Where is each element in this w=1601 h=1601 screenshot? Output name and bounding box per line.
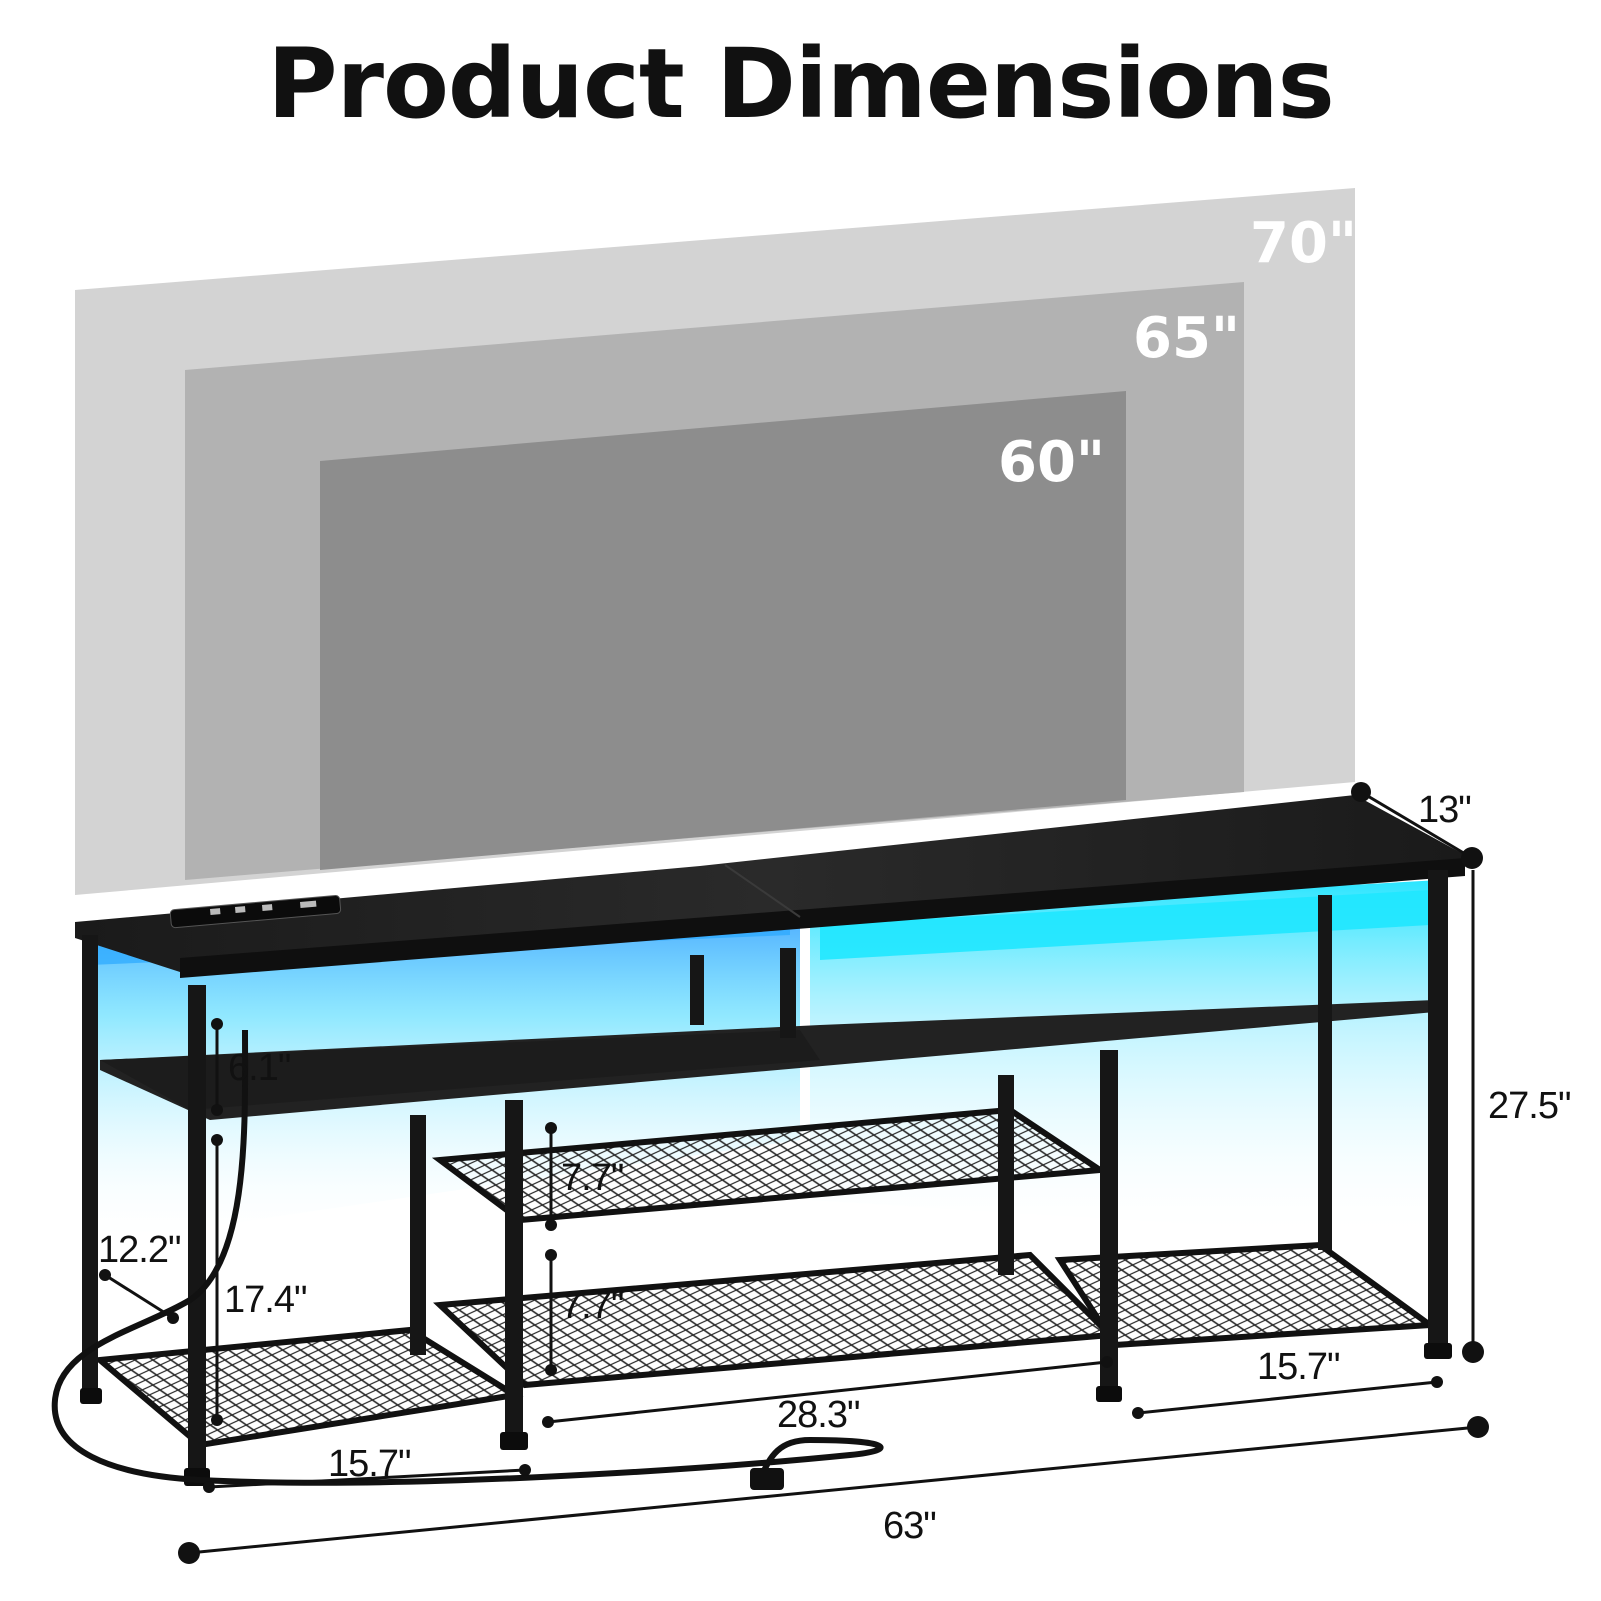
side-depth-dot-b (167, 1312, 179, 1324)
right-width-dot-b (1431, 1376, 1443, 1388)
middle-lower-dot-a (545, 1249, 557, 1261)
middle-lower-label: 7.7" (561, 1285, 623, 1327)
right-width-label: 15.7" (1257, 1346, 1339, 1388)
depth-line (1360, 790, 1473, 860)
left-open-dot-b (211, 1414, 223, 1426)
tv-size-panels: 70" 65" 60" (75, 188, 1357, 895)
top-board-front (180, 858, 1465, 978)
top-board-seam (724, 864, 801, 918)
top-shelf-dot-b (211, 1104, 223, 1116)
middle-upper-label: 7.7" (561, 1157, 623, 1199)
tv-60-label: 60" (998, 430, 1105, 495)
left-open-label: 17.4" (224, 1279, 306, 1321)
depth-dot-start (1351, 782, 1371, 802)
dimension-labels: 13" 27.5" 6.1" 7.7" 7.7" 12.2" 17.4" 15.… (98, 789, 1571, 1547)
height-dot-end (1462, 1341, 1484, 1363)
height-label: 27.5" (1488, 1085, 1570, 1127)
depth-label: 13" (1418, 789, 1471, 831)
plug (750, 1468, 784, 1490)
left-width-dot-a (203, 1481, 215, 1493)
side-depth-label: 12.2" (98, 1229, 180, 1271)
top-shelf-label: 6.1" (228, 1047, 290, 1089)
side-depth-dot-a (99, 1269, 111, 1281)
total-width-dot-b (1467, 1416, 1489, 1438)
right-width-line (1137, 1380, 1438, 1415)
middle-width-label: 28.3" (777, 1394, 859, 1436)
right-width-dot-a (1132, 1407, 1144, 1419)
middle-upper-dot-b (545, 1219, 557, 1231)
power-cord (51, 1029, 884, 1486)
side-depth-line (104, 1273, 174, 1320)
middle-upper-dot-a (545, 1122, 557, 1134)
left-mesh (92, 1326, 524, 1449)
total-width-dot-a (178, 1542, 200, 1564)
left-width-dot-b (519, 1464, 531, 1476)
tv-stand (51, 795, 1465, 1490)
left-open-dot-a (211, 1134, 223, 1146)
total-width-line (188, 1425, 1479, 1555)
top-board (75, 795, 1465, 972)
middle-width-dot-b (1101, 1356, 1113, 1368)
outlet-icons (209, 900, 317, 915)
frame-posts (82, 870, 1448, 1470)
depth-dot-end (1461, 847, 1483, 869)
page-title: Product Dimensions (267, 28, 1335, 140)
top-shelf-dot-a (211, 1018, 223, 1030)
middle-width-dot-a (542, 1416, 554, 1428)
middle-lower-dot-b (545, 1364, 557, 1376)
middle-width-line (547, 1360, 1108, 1424)
dimension-lines (99, 782, 1489, 1564)
power-strip (169, 895, 342, 929)
upper-shelf-left (100, 1030, 820, 1110)
tv-65-label: 65" (1133, 306, 1240, 371)
left-width-line (208, 1468, 526, 1489)
tv-60-panel (320, 391, 1126, 870)
total-width-label: 63" (883, 1505, 936, 1547)
led-strip-right (820, 890, 1430, 960)
left-width-label: 15.7" (328, 1443, 410, 1485)
tv-70-label: 70" (1250, 211, 1357, 276)
